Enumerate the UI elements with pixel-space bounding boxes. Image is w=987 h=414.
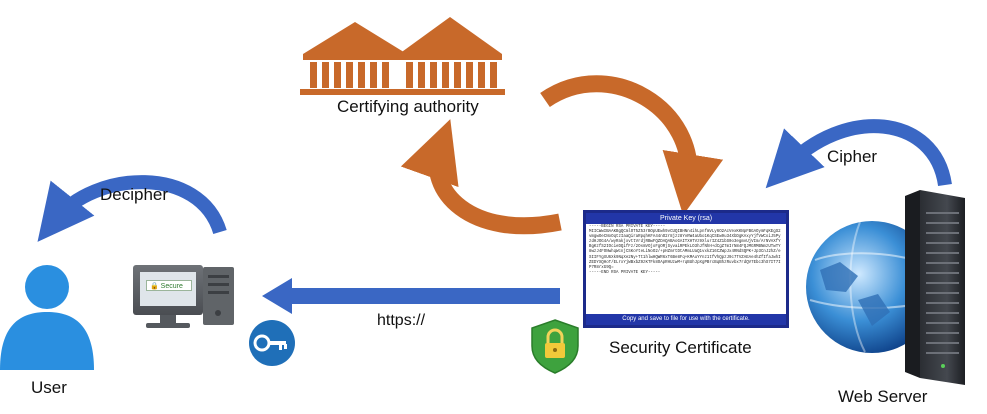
- bank-icon: [300, 17, 505, 95]
- certificate-key-text: MIICWwIBAAKBgQCmlOT5Z53rBOpUEwh9vCUQIBHN…: [589, 230, 781, 270]
- certificate-document: Private Key (rsa) -----BEGIN RSA PRIVATE…: [583, 210, 789, 328]
- certificate-footer: Copy and save to file for use with the c…: [586, 314, 786, 325]
- https-label: https://: [377, 312, 426, 329]
- security-certificate-label: Security Certificate: [609, 338, 752, 357]
- orange-arrow-to-certificate: [540, 75, 724, 216]
- certificate-end-line: -----END RSA PRIVATE KEY-----: [589, 270, 661, 275]
- certificate-body: -----BEGIN RSA PRIVATE KEY----- MIICWwIB…: [586, 224, 786, 314]
- cipher-arrow: [765, 119, 952, 189]
- server-globe-icon: [806, 190, 965, 385]
- key-icon: [249, 320, 295, 366]
- authority-label: Certifying authority: [337, 97, 479, 116]
- lock-icon: 🔒: [150, 283, 159, 290]
- computer-icon: [133, 265, 234, 328]
- certificate-begin-line: -----BEGIN RSA PRIVATE KEY-----: [589, 225, 666, 229]
- decipher-label: Decipher: [100, 185, 169, 204]
- shield-lock-icon: [531, 319, 579, 374]
- web-server-label: Web Server: [838, 387, 928, 406]
- user-label: User: [31, 378, 67, 397]
- user-icon: [0, 265, 94, 370]
- https-arrow: [262, 278, 560, 314]
- decipher-arrow: [37, 175, 227, 242]
- secure-badge-label: Secure: [160, 283, 183, 290]
- cipher-label: Cipher: [827, 147, 878, 166]
- certificate-header: Private Key (rsa): [586, 213, 786, 224]
- secure-badge: 🔒 Secure: [146, 280, 192, 291]
- orange-arrow-to-authority: [400, 119, 562, 235]
